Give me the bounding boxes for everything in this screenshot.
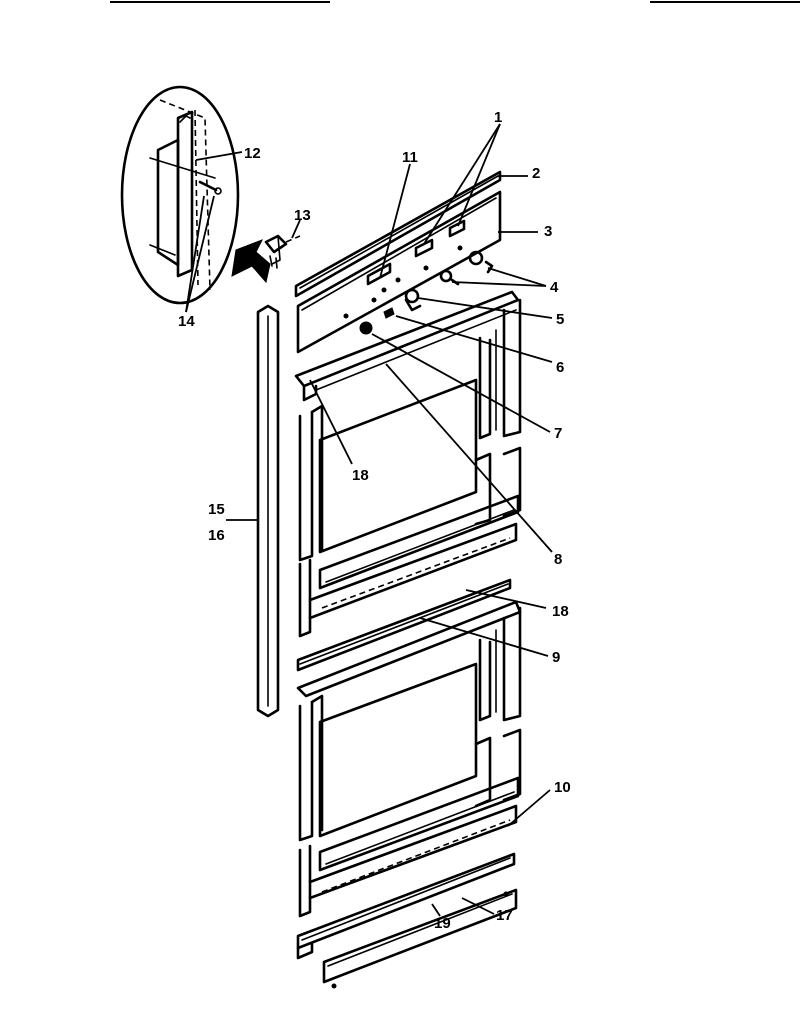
callout-3: 3 bbox=[544, 223, 552, 240]
callout-9: 9 bbox=[552, 649, 560, 666]
hinge-detail-inset bbox=[120, 85, 240, 305]
bottom-trim bbox=[296, 852, 518, 989]
callout-17: 17 bbox=[496, 907, 513, 924]
lower-door-frame bbox=[296, 600, 522, 918]
leader-lines bbox=[185, 123, 553, 917]
callout-7: 7 bbox=[554, 425, 562, 442]
top-trim-strip bbox=[294, 170, 502, 298]
callout-18-lower: 18 bbox=[552, 603, 569, 620]
retainer-clips bbox=[359, 250, 494, 335]
callout-16: 16 bbox=[208, 527, 225, 544]
hinge-part bbox=[264, 234, 301, 269]
callout-6: 6 bbox=[556, 359, 564, 376]
direction-arrow bbox=[231, 239, 271, 284]
callout-14: 14 bbox=[178, 313, 195, 330]
callout-5: 5 bbox=[556, 311, 564, 328]
callout-8: 8 bbox=[554, 551, 562, 568]
callout-18-upper: 18 bbox=[352, 467, 369, 484]
callout-10: 10 bbox=[554, 779, 571, 796]
callout-labels: 1 2 3 4 5 6 7 8 9 10 11 12 13 14 15 16 1… bbox=[178, 109, 571, 932]
callout-1: 1 bbox=[494, 109, 502, 126]
callout-4: 4 bbox=[550, 279, 559, 296]
side-trim-tube bbox=[256, 304, 280, 718]
callout-11: 11 bbox=[402, 149, 418, 166]
callout-15: 15 bbox=[208, 501, 225, 518]
callout-13: 13 bbox=[294, 207, 311, 224]
upper-door-frame bbox=[294, 290, 522, 590]
callout-19: 19 bbox=[434, 915, 451, 932]
callout-12: 12 bbox=[244, 145, 261, 162]
middle-frame bbox=[296, 522, 518, 672]
callout-2: 2 bbox=[532, 165, 540, 182]
